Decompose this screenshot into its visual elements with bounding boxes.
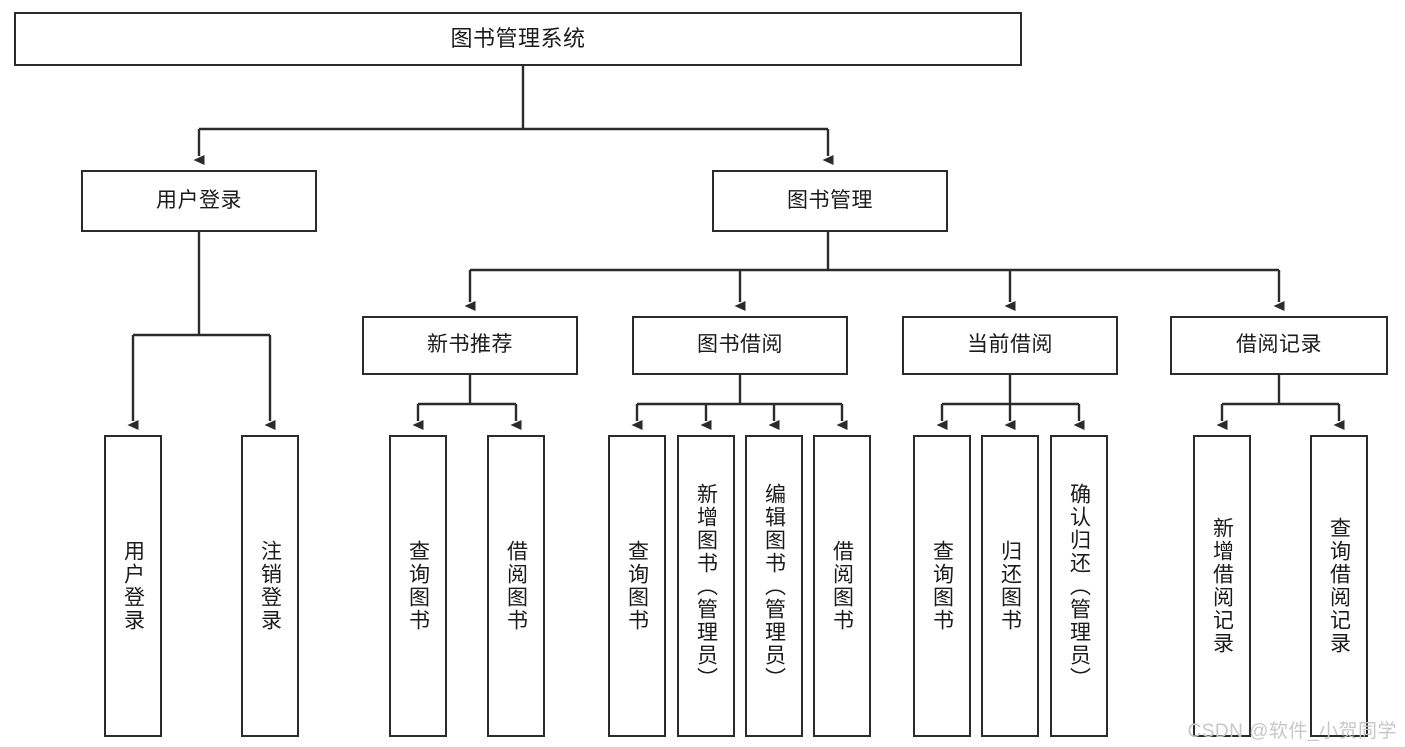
node-label: 借阅图书 — [504, 540, 528, 632]
node-leaf-logout-login[interactable]: 注销登录 — [241, 435, 299, 737]
node-label: 用户登录 — [121, 540, 145, 632]
node-leaf-query-book-3[interactable]: 查询图书 — [913, 435, 971, 737]
node-book-manage[interactable]: 图书管理 — [712, 170, 948, 232]
node-label: 借阅记录 — [1236, 333, 1322, 357]
node-label: 图书管理系统 — [450, 26, 586, 52]
node-label: 查询图书 — [930, 540, 954, 632]
node-leaf-add-book[interactable]: 新增图书（管理员） — [677, 435, 735, 737]
node-leaf-user-login[interactable]: 用户登录 — [104, 435, 162, 737]
node-label: 新书推荐 — [427, 333, 513, 357]
node-label: 确认归还（管理员） — [1067, 482, 1091, 690]
node-leaf-query-record[interactable]: 查询借阅记录 — [1310, 435, 1368, 737]
node-label: 归还图书 — [998, 540, 1022, 632]
node-leaf-query-book-1[interactable]: 查询图书 — [389, 435, 447, 737]
node-leaf-borrow-book-2[interactable]: 借阅图书 — [813, 435, 871, 737]
node-label: 查询图书 — [406, 540, 430, 632]
node-label: 查询借阅记录 — [1327, 517, 1351, 655]
node-borrow-record[interactable]: 借阅记录 — [1170, 316, 1388, 375]
node-label: 图书借阅 — [697, 333, 783, 357]
node-label: 新增图书（管理员） — [694, 482, 718, 690]
node-leaf-borrow-book-1[interactable]: 借阅图书 — [487, 435, 545, 737]
node-leaf-edit-book[interactable]: 编辑图书（管理员） — [745, 435, 803, 737]
node-root[interactable]: 图书管理系统 — [14, 12, 1022, 66]
watermark: CSDN @软件_小贺同学 — [1187, 721, 1397, 742]
node-current-borrow[interactable]: 当前借阅 — [902, 316, 1118, 375]
node-new-book-rec[interactable]: 新书推荐 — [362, 316, 578, 375]
node-label: 借阅图书 — [830, 540, 854, 632]
node-leaf-add-record[interactable]: 新增借阅记录 — [1193, 435, 1251, 737]
node-label: 新增借阅记录 — [1210, 517, 1234, 655]
node-user-login[interactable]: 用户登录 — [81, 170, 317, 232]
node-book-borrow[interactable]: 图书借阅 — [632, 316, 848, 375]
node-label: 编辑图书（管理员） — [762, 482, 786, 690]
node-label: 当前借阅 — [967, 333, 1053, 357]
node-label: 图书管理 — [787, 188, 873, 212]
node-label: 用户登录 — [156, 188, 242, 212]
node-label: 查询图书 — [625, 540, 649, 632]
node-leaf-return-book[interactable]: 归还图书 — [981, 435, 1039, 737]
node-label: 注销登录 — [258, 540, 282, 632]
node-leaf-query-book-2[interactable]: 查询图书 — [608, 435, 666, 737]
node-leaf-confirm-return[interactable]: 确认归还（管理员） — [1050, 435, 1108, 737]
